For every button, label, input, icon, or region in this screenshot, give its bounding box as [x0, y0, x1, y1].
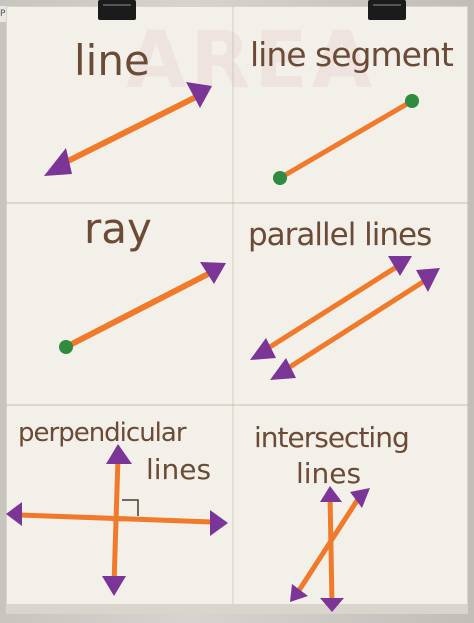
- arrowhead: [200, 262, 226, 284]
- arrowhead: [250, 338, 276, 360]
- arrowhead: [416, 268, 440, 292]
- endpoint: [59, 340, 73, 354]
- label-line-segment: line segment: [250, 35, 454, 74]
- arrowhead: [320, 598, 344, 612]
- right-angle-mark: [122, 499, 139, 516]
- arrowhead: [290, 584, 308, 602]
- intersecting-lines-drawing: [290, 486, 370, 612]
- arrowhead: [270, 358, 296, 380]
- arrowhead: [102, 576, 126, 596]
- arrowhead: [186, 82, 212, 108]
- perpendicular-lines-drawing: [6, 444, 228, 596]
- label-ray: ray: [84, 204, 152, 253]
- fold-line-horizontal-1: [6, 202, 468, 204]
- endpoint: [405, 94, 419, 108]
- line-segment-drawing: [273, 94, 419, 185]
- parallel-lines-drawing: [250, 256, 440, 380]
- arrowhead: [44, 148, 72, 176]
- arrowhead: [210, 510, 228, 536]
- binder-clip-left: [98, 0, 136, 20]
- label-line: line: [74, 36, 150, 85]
- arrowhead: [106, 444, 132, 464]
- poster-bottom-edge: [6, 604, 468, 614]
- endpoint: [273, 171, 287, 185]
- anchor-chart-poster: AREA: [6, 6, 468, 614]
- ray-drawing: [59, 262, 226, 354]
- arrowhead: [350, 488, 370, 508]
- label-perpendicular: perpendicular: [18, 418, 187, 448]
- fold-line-vertical: [232, 6, 234, 614]
- binder-clip-right: [368, 0, 406, 20]
- label-perpendicular-lines: lines: [146, 453, 212, 486]
- arrowhead: [388, 256, 412, 276]
- label-intersecting: intersecting: [254, 421, 410, 454]
- label-intersecting-lines: lines: [296, 457, 362, 490]
- label-parallel-lines: parallel lines: [248, 217, 432, 253]
- faded-background-word: AREA: [126, 16, 377, 106]
- fold-line-horizontal-2: [6, 404, 468, 406]
- line-drawing: [44, 82, 212, 176]
- arrowhead: [320, 486, 342, 502]
- arrowhead: [6, 502, 22, 526]
